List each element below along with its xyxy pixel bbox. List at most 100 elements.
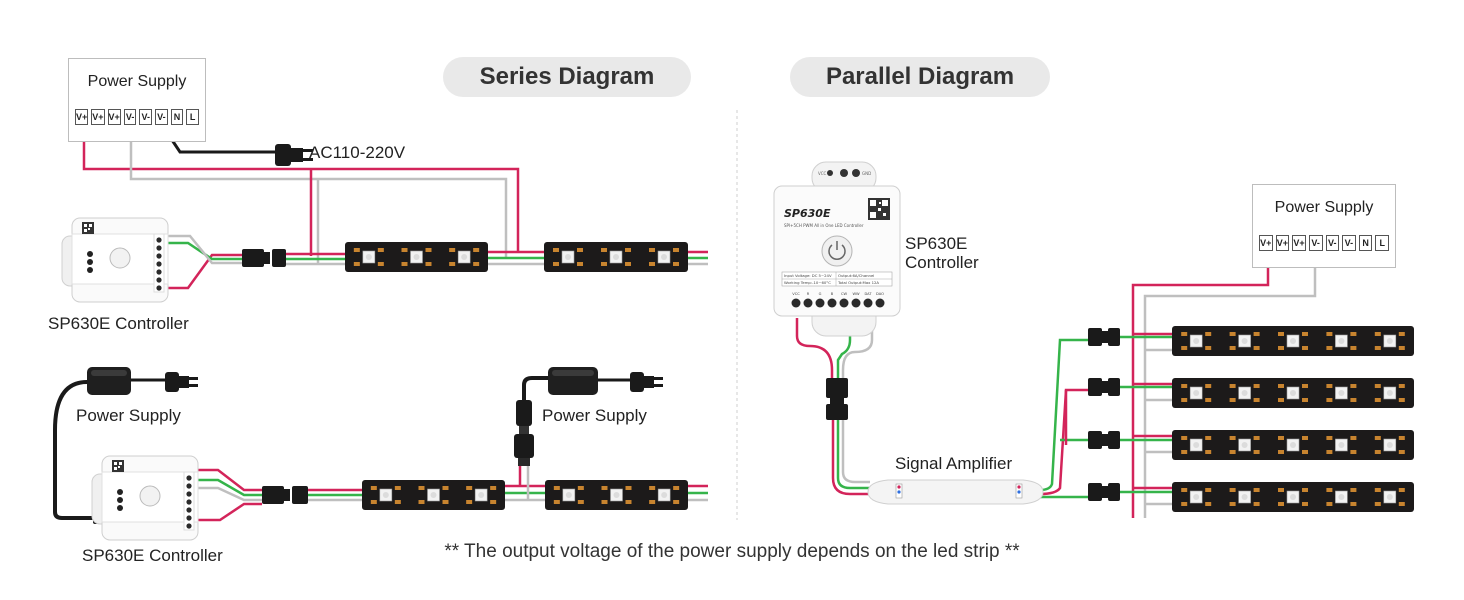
ac-cord: [170, 139, 275, 154]
series-top-wiring: [82, 139, 708, 290]
svg-text:Output:6A/Channel: Output:6A/Channel: [838, 273, 874, 278]
led-strip: [544, 242, 688, 272]
ac-plug-icon: [165, 372, 198, 392]
controller-output-label: B: [831, 292, 834, 296]
terminal: V-: [1308, 235, 1323, 251]
controller-output-terminal: [791, 298, 801, 308]
controller-output-terminal: [803, 298, 813, 308]
dc-adapter-left: [87, 367, 131, 395]
controller-label-top: SP630E Controller: [48, 314, 189, 333]
terminal: V+: [107, 109, 121, 125]
connector-icon: [1088, 483, 1120, 501]
controller-pin-gnd: GND: [862, 171, 871, 176]
terminal: L: [186, 109, 199, 125]
controller-output-terminal: [875, 298, 885, 308]
terminal: V-: [1325, 235, 1340, 251]
controller-small-bottom: [91, 455, 199, 541]
power-supply-title: Power Supply: [87, 73, 187, 90]
led-strip: [1172, 326, 1414, 356]
terminal: V+: [75, 109, 89, 125]
svg-text:Input Voltage: DC 5~24V: Input Voltage: DC 5~24V: [784, 273, 832, 278]
power-supply-label-left: Power Supply: [76, 406, 181, 425]
controller-output-label: VCC: [792, 292, 800, 296]
controller-output-terminal: [863, 298, 873, 308]
power-supply-parallel: Power Supply V+ V+ V+ V- V- V- N L: [1252, 184, 1396, 268]
led-strip: [545, 480, 688, 510]
controller-large: VCC GND SP630E SPI+5CH PWM All in One LE…: [773, 161, 901, 337]
parallel-grey-feed: [1143, 266, 1317, 518]
terminal: L: [1375, 235, 1389, 251]
controller-model: SP630E: [784, 207, 831, 220]
controller-output-terminal: [839, 298, 849, 308]
controller-output-label: G: [819, 292, 822, 296]
ac-plug-icon: [275, 144, 313, 166]
signal-amplifier: [867, 479, 1044, 505]
svg-text:Working Temp:-10~60°C: Working Temp:-10~60°C: [784, 280, 831, 285]
parallel-controller-label-line1: SP630E: [905, 234, 968, 253]
adapter-cable-right: [522, 376, 548, 400]
parallel-red-feed: [1131, 266, 1270, 518]
power-button-icon: [109, 247, 131, 269]
terminal: V+: [1259, 235, 1273, 251]
power-button-icon: [821, 235, 853, 267]
led-strips: [345, 242, 1414, 512]
connectors: [242, 249, 1120, 504]
controller-small-top: [61, 217, 169, 303]
connector-icon: [242, 249, 286, 267]
terminal: N: [1358, 235, 1373, 251]
mains-label: AC110-220V: [309, 143, 406, 162]
ac-plug-icon: [630, 372, 663, 392]
controller-output-label: DAO: [876, 292, 884, 296]
terminal-block: V+ V+ V+ V- V- V- N L: [1259, 235, 1389, 251]
footer-note: ** The output voltage of the power suppl…: [444, 541, 1020, 562]
signal-amplifier-label: Signal Amplifier: [895, 454, 1013, 473]
controller-output-label: WW: [852, 292, 860, 296]
series-bottom-wiring: [53, 376, 708, 522]
ctrl-grey-wire: [166, 234, 242, 265]
led-strip: [1172, 378, 1414, 408]
terminal: V+: [1292, 235, 1306, 251]
controller-output-terminal: [827, 298, 837, 308]
controller-output-terminal: [851, 298, 861, 308]
controller-output-label: CW: [841, 292, 848, 296]
connector-icon: [826, 378, 848, 420]
connector-icon: [1088, 431, 1120, 449]
controller-label-bottom: SP630E Controller: [82, 546, 223, 565]
terminal: V+: [1275, 235, 1290, 251]
led-strip: [1172, 430, 1414, 460]
led-strip: [345, 242, 488, 272]
terminal: N: [170, 109, 184, 125]
dc-plug-icon: [514, 400, 534, 466]
controller-output-terminal: [815, 298, 825, 308]
terminal: V+: [91, 109, 105, 125]
terminal: V-: [1342, 235, 1356, 251]
qr-code-icon: [868, 198, 890, 220]
terminal: V-: [139, 109, 153, 125]
series-diagram-title: Series Diagram: [443, 57, 691, 97]
led-strip: [1172, 482, 1414, 512]
power-button-icon: [139, 485, 161, 507]
parallel-wiring: [795, 266, 1317, 518]
connector-icon: [1088, 378, 1120, 396]
power-supply-series: Power Supply V+ V+ V+ V- V- V- N L: [68, 58, 206, 142]
terminal: V-: [123, 109, 137, 125]
connector-icon: [1088, 328, 1120, 346]
ctrl-green-wire: [166, 241, 242, 261]
power-supply-label-right: Power Supply: [542, 406, 647, 425]
controller-subtitle: SPI+5CH PWM All in One LED Controller: [784, 223, 864, 228]
controller-output-label: R: [807, 292, 810, 296]
parallel-diagram-title: Parallel Diagram: [790, 57, 1050, 97]
dc-lead-left: [53, 380, 100, 520]
connector-icon: [262, 486, 308, 504]
qr-code-icon: [82, 222, 94, 234]
controller-pin-vcc: VCC: [818, 171, 827, 176]
qr-code-icon: [112, 460, 124, 472]
power-supply-title: Power Supply: [1274, 199, 1374, 216]
ctrl-red-wire: [166, 253, 242, 290]
terminal-block: V+ V+ V+ V- V- V- N L: [75, 109, 199, 125]
led-strip: [362, 480, 505, 510]
svg-text:Total Output:Max 12A: Total Output:Max 12A: [837, 280, 879, 285]
psu-red-wire: [82, 140, 520, 252]
